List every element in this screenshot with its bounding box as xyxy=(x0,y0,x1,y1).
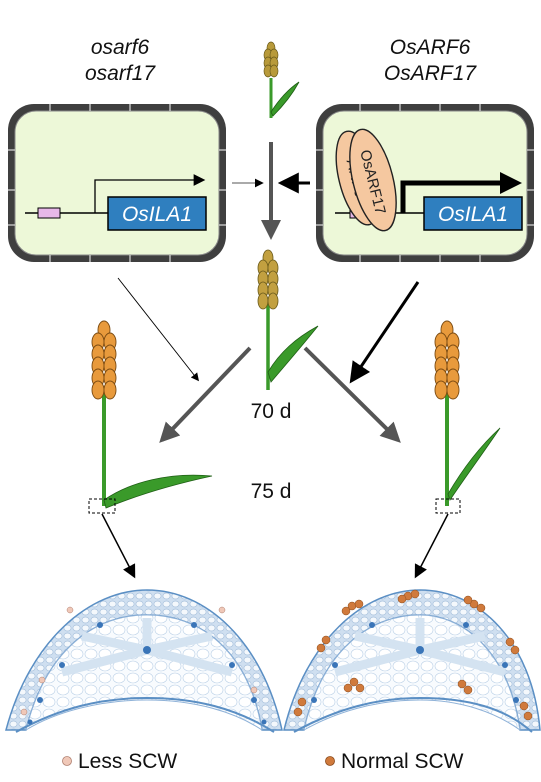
legend-label-less: Less SCW xyxy=(78,750,177,773)
gene-label-left: OsILA1 xyxy=(122,203,192,226)
left-cell: OsILA1 xyxy=(8,104,226,262)
timepoint-late: 75 d xyxy=(251,480,292,503)
genotype-label-wt-2: OsARF17 xyxy=(384,62,478,85)
genotype-label-mutant-1: osarf6 xyxy=(91,36,150,59)
legend-label-normal: Normal SCW xyxy=(341,750,464,773)
legend-normal-scw: Normal SCW xyxy=(325,750,464,773)
cross-section-mutant xyxy=(5,589,283,733)
right-cell: ARF6 OsARF17 OsILA1 xyxy=(316,104,534,262)
legend-swatch-normal xyxy=(325,756,335,766)
mutant-to-plant-arrow xyxy=(117,277,199,382)
gene-box-left xyxy=(107,196,207,231)
gene-label-right: OsILA1 xyxy=(438,203,508,226)
strong-transcription-arrowhead xyxy=(500,172,522,194)
legend-less-scw: Less SCW xyxy=(62,750,177,773)
wt-to-plant-arrow xyxy=(349,281,420,384)
section-site-right xyxy=(435,498,461,514)
zoom-arrow-right xyxy=(414,513,449,579)
divergence-arrow-right xyxy=(303,346,401,443)
zoom-arrow-left xyxy=(101,513,136,579)
divergence-arrow-left xyxy=(159,346,252,443)
middle-plant xyxy=(257,249,319,390)
genotype-label-wt-1: OsARF6 xyxy=(390,36,471,59)
genotype-label-mutant-2: osarf17 xyxy=(85,62,156,85)
cross-section-wt xyxy=(283,589,541,733)
section-site-left xyxy=(88,498,116,514)
strong-transcription-arrow xyxy=(400,180,508,213)
mutant-mature-plant xyxy=(88,320,213,514)
legend-swatch-less xyxy=(62,756,72,766)
promoter-element-left xyxy=(37,207,61,219)
timepoint-early: 70 d xyxy=(251,400,292,423)
young-plant-top xyxy=(263,41,300,118)
protein-osarf17: OsARF17 xyxy=(349,128,397,232)
wt-mature-plant xyxy=(434,320,501,514)
weak-transcription-arrow xyxy=(94,174,206,213)
gene-box-right xyxy=(423,196,523,231)
